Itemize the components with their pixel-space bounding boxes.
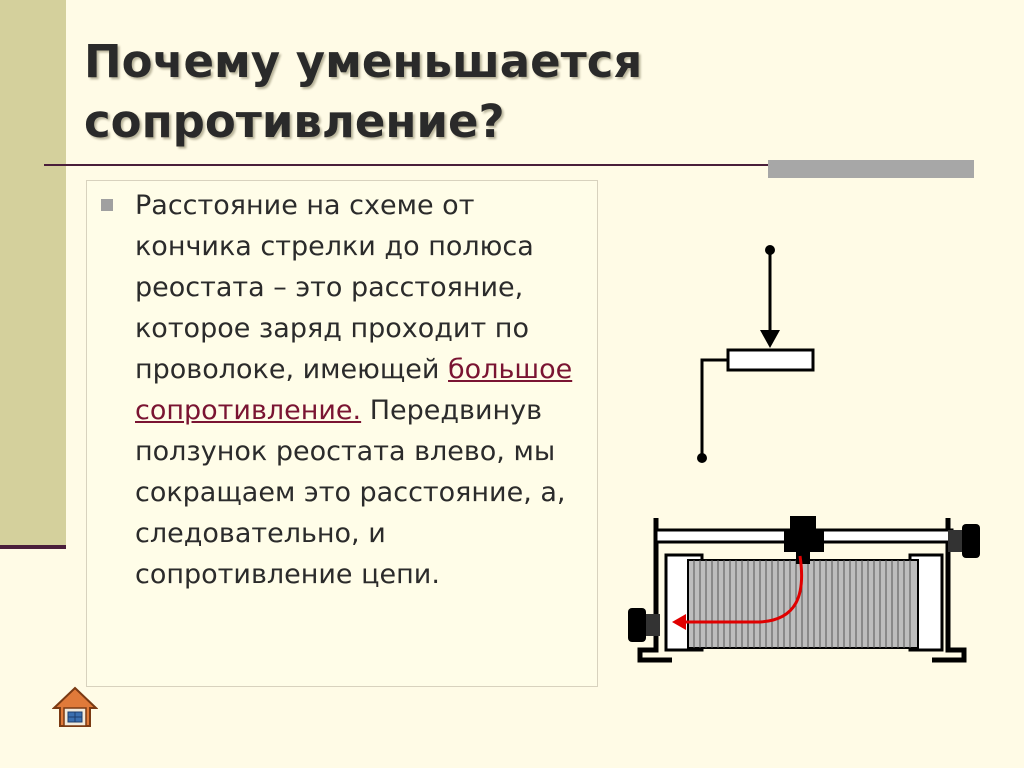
left-terminal-nut [646, 614, 660, 636]
current-path-arrow [678, 555, 804, 624]
rheostat-illustration [628, 516, 980, 663]
rheostat-symbol [697, 245, 815, 463]
slider-top [790, 516, 816, 532]
home-button[interactable] [51, 686, 99, 730]
right-terminal-knob [962, 524, 980, 558]
rheostat-schematic [697, 245, 815, 463]
slide-title: Почему уменьшается сопротивление? [84, 35, 643, 148]
bullet-text-part1: Расстояние на схеме от кончика стрелки д… [135, 190, 534, 385]
bullet-paragraph: Расстояние на схеме от кончика стрелки д… [135, 185, 585, 595]
bullet-text-part2: Передвинув ползунок реостата влево, мы с… [135, 395, 566, 590]
right-stand [932, 518, 967, 663]
left-decorative-band [0, 0, 66, 548]
resistor-rectangle [726, 348, 815, 372]
left-terminal-knob [628, 608, 646, 642]
wire-to-pole [700, 358, 728, 458]
left-stand [637, 518, 672, 663]
left-band-underline [0, 545, 66, 549]
slider-arrow-head [760, 330, 780, 348]
resistance-link[interactable]: большое сопротивление. [135, 354, 573, 426]
slider-contact [796, 550, 810, 564]
slider-block [784, 530, 824, 552]
title-divider [44, 164, 974, 166]
current-path-arrowhead [672, 614, 686, 630]
right-terminal-nut [948, 530, 962, 552]
bottom-terminal-dot [697, 453, 707, 463]
bullet-square-icon [101, 199, 113, 211]
title-divider-accent [768, 160, 974, 178]
home-icon [51, 686, 99, 727]
bullet-text-box: Расстояние на схеме от кончика стрелки д… [86, 180, 598, 687]
